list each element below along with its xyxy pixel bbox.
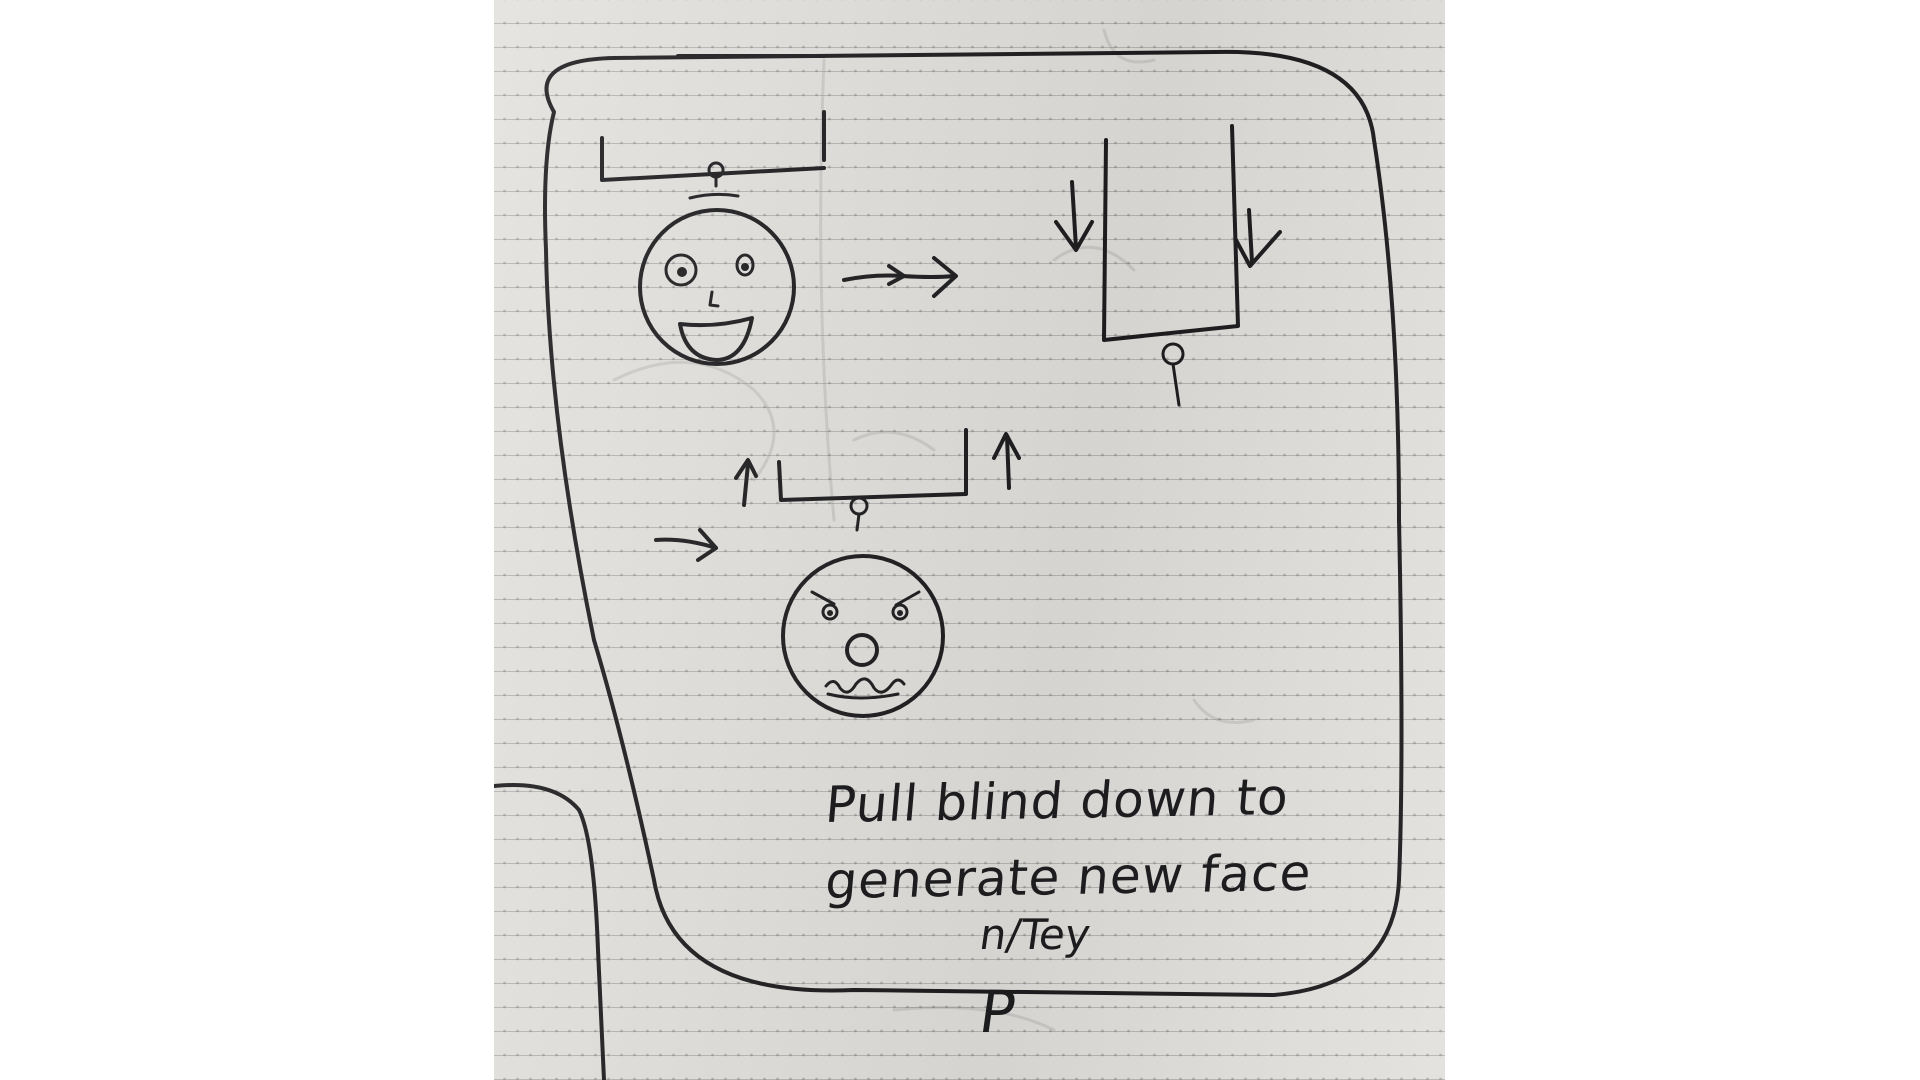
happy-face bbox=[638, 192, 796, 366]
caption-line-2: generate new face bbox=[823, 843, 1315, 911]
caption-line-1: Pull blind down to bbox=[823, 767, 1292, 835]
sketch-drawing bbox=[494, 49, 1404, 1080]
blind-rolled-up bbox=[600, 54, 826, 188]
notebook-page: n/Tey P bbox=[494, 0, 1445, 1080]
blind-pulled-down bbox=[1054, 124, 1282, 407]
transition-arrow-right-2 bbox=[654, 528, 718, 562]
angry-face bbox=[781, 554, 945, 718]
offpage-note-line-1: n/Tey bbox=[976, 910, 1094, 959]
adjacent-panel-outline bbox=[494, 783, 606, 1080]
sketch-frame bbox=[543, 49, 1404, 997]
transition-arrow-right bbox=[842, 256, 958, 298]
show-through-marks bbox=[612, 28, 1256, 1032]
blind-retracting bbox=[734, 428, 1021, 532]
